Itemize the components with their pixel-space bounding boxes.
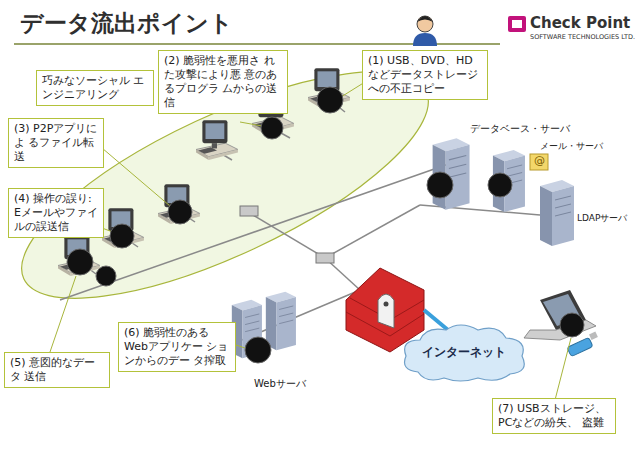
callout-box: (5) 意図的なデータ 送信 <box>4 352 110 388</box>
callout-box: (2) 脆弱性を悪用さ れた攻撃により悪 意のあるプログラ ムからの送信 <box>158 50 288 114</box>
callout-text: (5) 意図的なデータ 送信 <box>10 356 104 384</box>
text-label: Webサーバ <box>254 377 306 391</box>
diagram-title: データ流出ポイント <box>20 8 233 39</box>
callout-text: (6) 脆弱性のある Webアプリケー ションからのデー タ搾取 <box>124 326 230 368</box>
callout-box: (7) USBストレージ、 PCなどの紛失、 盗難 <box>492 398 616 434</box>
text-label: @ <box>534 154 545 167</box>
callout-text: 巧みなソーシャル エンジニアリング <box>42 74 148 102</box>
callout-box: (1) USB、DVD、HD などデータストレージ への不正コピー <box>362 50 488 100</box>
callout-text: (3) P2Pアプリによ るファイル転送 <box>14 122 98 164</box>
callout-box: (6) 脆弱性のある Webアプリケー ションからのデー タ搾取 <box>118 322 236 372</box>
callout-text: (7) USBストレージ、 PCなどの紛失、 盗難 <box>498 402 610 430</box>
text-label: メール・サーバ <box>540 140 603 153</box>
callout-box: 巧みなソーシャル エンジニアリング <box>36 70 154 106</box>
text-label: Check Point <box>530 14 630 32</box>
callout-text: (1) USB、DVD、HD などデータストレージ への不正コピー <box>368 54 482 96</box>
text-label: SOFTWARE TECHNOLOGIES LTD. <box>530 33 635 41</box>
callout-box: (4) 操作の誤り: Eメールやファイ ルの誤送信 <box>8 188 104 238</box>
callout-text: (2) 脆弱性を悪用さ れた攻撃により悪 意のあるプログラ ムからの送信 <box>164 54 282 110</box>
text-label: データベース・サーバ <box>470 122 570 136</box>
text-label: LDAPサーバ <box>577 212 627 225</box>
callout-text: (4) 操作の誤り: Eメールやファイ ルの誤送信 <box>14 192 98 234</box>
callout-text: インターネット <box>422 345 506 360</box>
callout-box: (3) P2Pアプリによ るファイル転送 <box>8 118 104 168</box>
cloud-shape: インターネット <box>398 322 530 384</box>
